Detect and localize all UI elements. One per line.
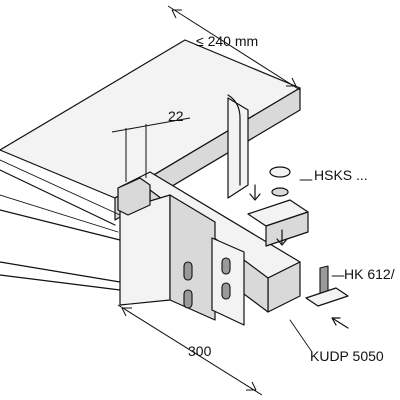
- dim-240-line: [167, 5, 301, 91]
- hk-bolt-head: [305, 287, 349, 307]
- hk-bolt-shaft: [319, 265, 329, 295]
- kudp-leader: [289, 319, 313, 353]
- beam-edge-2: [0, 209, 121, 241]
- bracket-front-block: [169, 194, 216, 321]
- beam-edge-4: [0, 274, 121, 291]
- clamp-jaw: [117, 177, 151, 216]
- dim-22-extension: [125, 124, 147, 182]
- hsks-clamp-front: [265, 211, 309, 247]
- dim-300-arrow-end: [246, 381, 257, 391]
- beam-edge-1: [0, 169, 116, 226]
- hardware-parts: [247, 166, 349, 329]
- washer-icon: [271, 187, 289, 197]
- beam-edge-6: [0, 194, 119, 233]
- beam-edge-5: [0, 159, 121, 216]
- arrow-down-icon-2: [276, 229, 288, 246]
- dim-240-arrow-end: [286, 77, 297, 87]
- slot-2: [183, 289, 193, 309]
- dim-300-arrow-start: [121, 307, 132, 317]
- hsks-label: HSKS ...: [314, 167, 368, 183]
- slot-3: [221, 257, 231, 275]
- dimension-gap-label: 22: [168, 108, 184, 124]
- slotted-plate: [211, 237, 245, 326]
- beam-edge-3: [0, 261, 121, 283]
- dimension-length-label: 300: [188, 343, 212, 359]
- beam-web: [227, 97, 249, 199]
- hk-label: HK 612/: [344, 266, 395, 282]
- nut-icon: [269, 166, 291, 178]
- kudp-label: KUDP 5050: [310, 348, 384, 364]
- arrow-up-left-icon: [331, 317, 349, 329]
- dim-300-line: [117, 304, 263, 396]
- slot-4: [221, 282, 231, 300]
- dimension-width-label: ≤ 240 mm: [196, 33, 258, 49]
- slot-1: [183, 261, 193, 281]
- dim-22-line: [111, 117, 191, 133]
- steel-beam: [0, 39, 301, 291]
- arrow-down-icon: [249, 184, 261, 201]
- dim-240-arrow-start: [171, 9, 182, 19]
- beam-web-curve: [227, 94, 241, 186]
- clamp-assembly: [117, 171, 301, 326]
- dimension-lines: [111, 5, 345, 396]
